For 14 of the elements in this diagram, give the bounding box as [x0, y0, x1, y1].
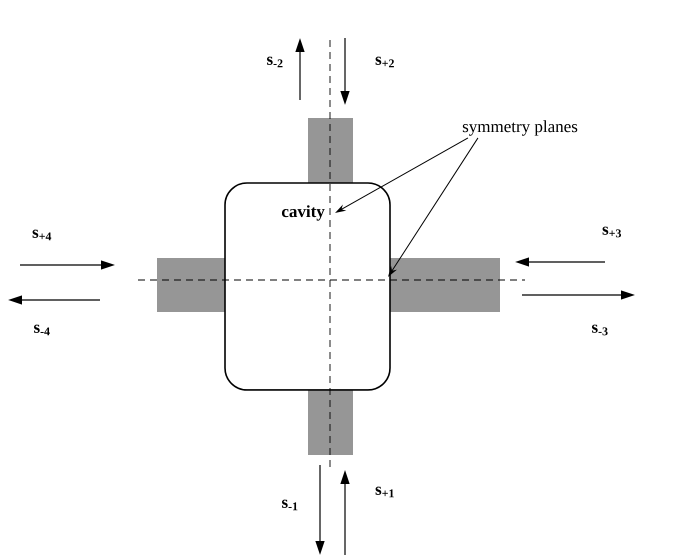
signal-label: s$_{+4}$ [32, 230, 52, 240]
signal-label: s$_{-3}$ [592, 324, 608, 336]
annotation-text: symmetry planes [462, 120, 578, 136]
port-bar [308, 118, 353, 183]
signal-label: s$_{-2}$ [267, 56, 282, 68]
port-bar [157, 258, 225, 312]
signal-label: s$_{-4}$ [34, 324, 50, 336]
signal-label: s$_{-1}$ [282, 500, 298, 510]
signal-label: s$_{+1}$ [376, 486, 394, 498]
signal-label: s$_{+2}$ [376, 56, 394, 68]
cavity-box: cavity [224, 182, 391, 391]
signal-label: s$_{+3}$ [602, 226, 622, 238]
port-bar [308, 390, 353, 455]
port-bar [390, 258, 500, 312]
